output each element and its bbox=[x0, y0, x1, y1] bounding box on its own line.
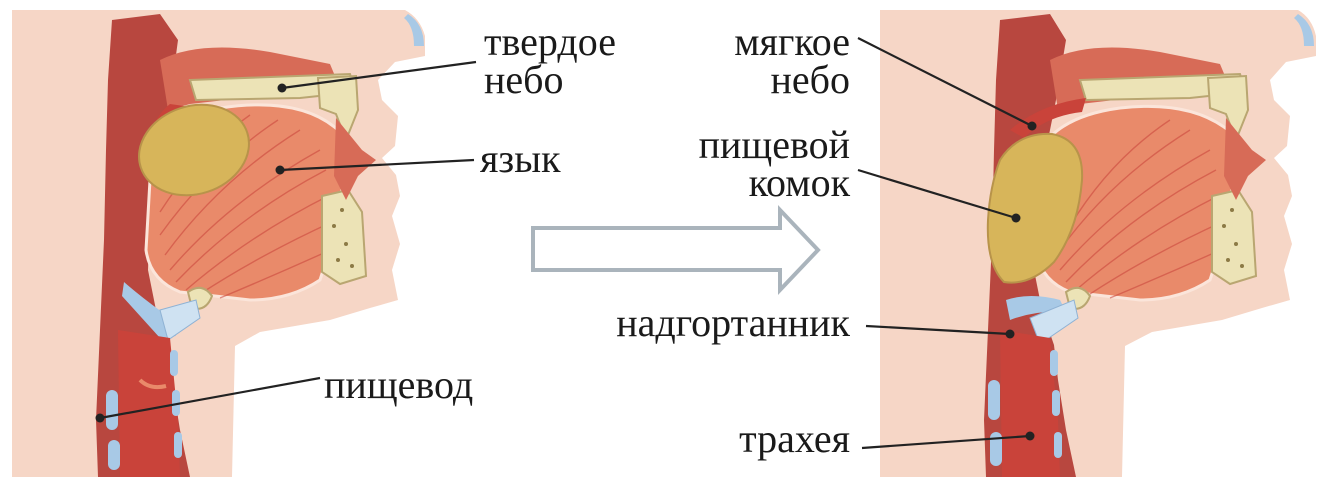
label-hard-palate-line1: твердое bbox=[484, 19, 616, 64]
leader-epiglottis bbox=[865, 324, 1011, 336]
right-trachea bbox=[1000, 330, 1060, 477]
label-epiglottis: надгортанник bbox=[616, 300, 850, 345]
panel-during-swallowing bbox=[880, 10, 1316, 477]
left-soft-palate bbox=[148, 104, 198, 150]
right-food-bolus bbox=[986, 132, 1084, 284]
leader-esophagus bbox=[99, 376, 321, 420]
label-soft-palate-line2: небо bbox=[770, 57, 850, 102]
right-tongue-fibers bbox=[1059, 119, 1223, 299]
process-arrow bbox=[531, 204, 821, 296]
right-jaw-texture bbox=[1222, 208, 1244, 268]
right-trachea-rings bbox=[988, 350, 1062, 466]
leader-tongue bbox=[279, 158, 475, 172]
leader-soft-palate bbox=[857, 37, 1033, 127]
leader-dots bbox=[95, 83, 1037, 441]
left-trachea bbox=[118, 330, 180, 477]
left-esophagus-wall bbox=[138, 378, 167, 390]
left-trachea-rings bbox=[106, 350, 182, 470]
label-esophagus: пищевод bbox=[324, 362, 473, 407]
label-hard-palate-line2: небо bbox=[484, 57, 564, 102]
label-soft-palate-line1: мягкое bbox=[734, 19, 850, 64]
label-food-bolus-line1: пищевой bbox=[699, 122, 850, 167]
panel-before-swallowing bbox=[12, 10, 425, 477]
leader-hard-palate bbox=[281, 60, 477, 90]
label-food-bolus-line2: комок bbox=[749, 160, 851, 205]
right-epiglottis bbox=[1006, 296, 1066, 320]
right-vocal-fan bbox=[1029, 299, 1079, 345]
label-trachea: трахея bbox=[739, 416, 850, 461]
left-epiglottis bbox=[122, 282, 176, 338]
leader-trachea bbox=[861, 434, 1031, 450]
left-vocal-fan bbox=[159, 299, 201, 341]
left-food-bolus bbox=[138, 103, 250, 197]
leader-lines bbox=[99, 37, 1033, 450]
left-jaw-texture bbox=[332, 208, 354, 268]
right-lips bbox=[1224, 118, 1266, 200]
left-lips bbox=[334, 118, 376, 200]
label-tongue: язык bbox=[480, 136, 561, 181]
leader-food-bolus bbox=[857, 168, 1017, 220]
right-nostril bbox=[1294, 14, 1314, 46]
left-nostril bbox=[404, 14, 424, 46]
